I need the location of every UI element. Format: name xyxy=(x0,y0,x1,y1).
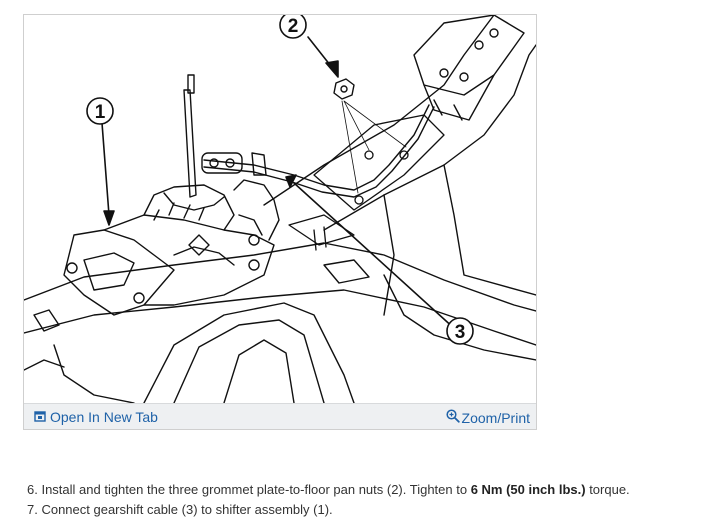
zoom-print-label: Zoom/Print xyxy=(461,409,530,426)
callout-circle-1: 1 xyxy=(86,97,114,125)
diagram-image: 1 2 3 xyxy=(24,15,536,403)
step-6-suffix: torque. xyxy=(585,482,630,497)
step-6-text: 6. Install and tighten the three grommet… xyxy=(27,482,471,497)
shifter-assembly xyxy=(63,179,280,316)
open-in-new-tab-label: Open In New Tab xyxy=(50,409,158,425)
step-7-text: 7. Connect gearshift cable (3) to shifte… xyxy=(27,502,333,517)
step-6: 6. Install and tighten the three grommet… xyxy=(27,480,697,500)
magnifier-zoom-icon xyxy=(445,409,460,426)
callout-label-2: 2 xyxy=(288,16,299,37)
callout-circle-2: 2 xyxy=(279,15,307,39)
shifter-diagram: 1 2 3 xyxy=(24,15,536,403)
rear-bracket xyxy=(413,15,525,121)
console-tunnel xyxy=(263,15,536,316)
shift-lever xyxy=(183,74,197,198)
figure-card: 1 2 3 Open In New Tab xyxy=(23,14,537,430)
grommet-nut xyxy=(333,78,407,194)
step-6-torque: 6 Nm (50 inch lbs.) xyxy=(470,482,586,497)
step-7: 7. Connect gearshift cable (3) to shifte… xyxy=(27,500,697,520)
callout-label-1: 1 xyxy=(95,102,106,123)
figure-toolbar: Open In New Tab Zoom/Print xyxy=(24,403,536,429)
open-in-new-tab-link[interactable]: Open In New Tab xyxy=(34,409,158,425)
gearshift-cable xyxy=(201,104,435,198)
zoom-print-link[interactable]: Zoom/Print xyxy=(445,409,530,426)
callout-label-3: 3 xyxy=(455,322,466,343)
grommet-plate xyxy=(288,114,445,251)
instruction-steps: 6. Install and tighten the three grommet… xyxy=(27,480,697,520)
open-in-new-tab-icon xyxy=(34,409,46,425)
callout-circle-3: 3 xyxy=(446,317,474,345)
callout-leaders xyxy=(101,36,457,331)
